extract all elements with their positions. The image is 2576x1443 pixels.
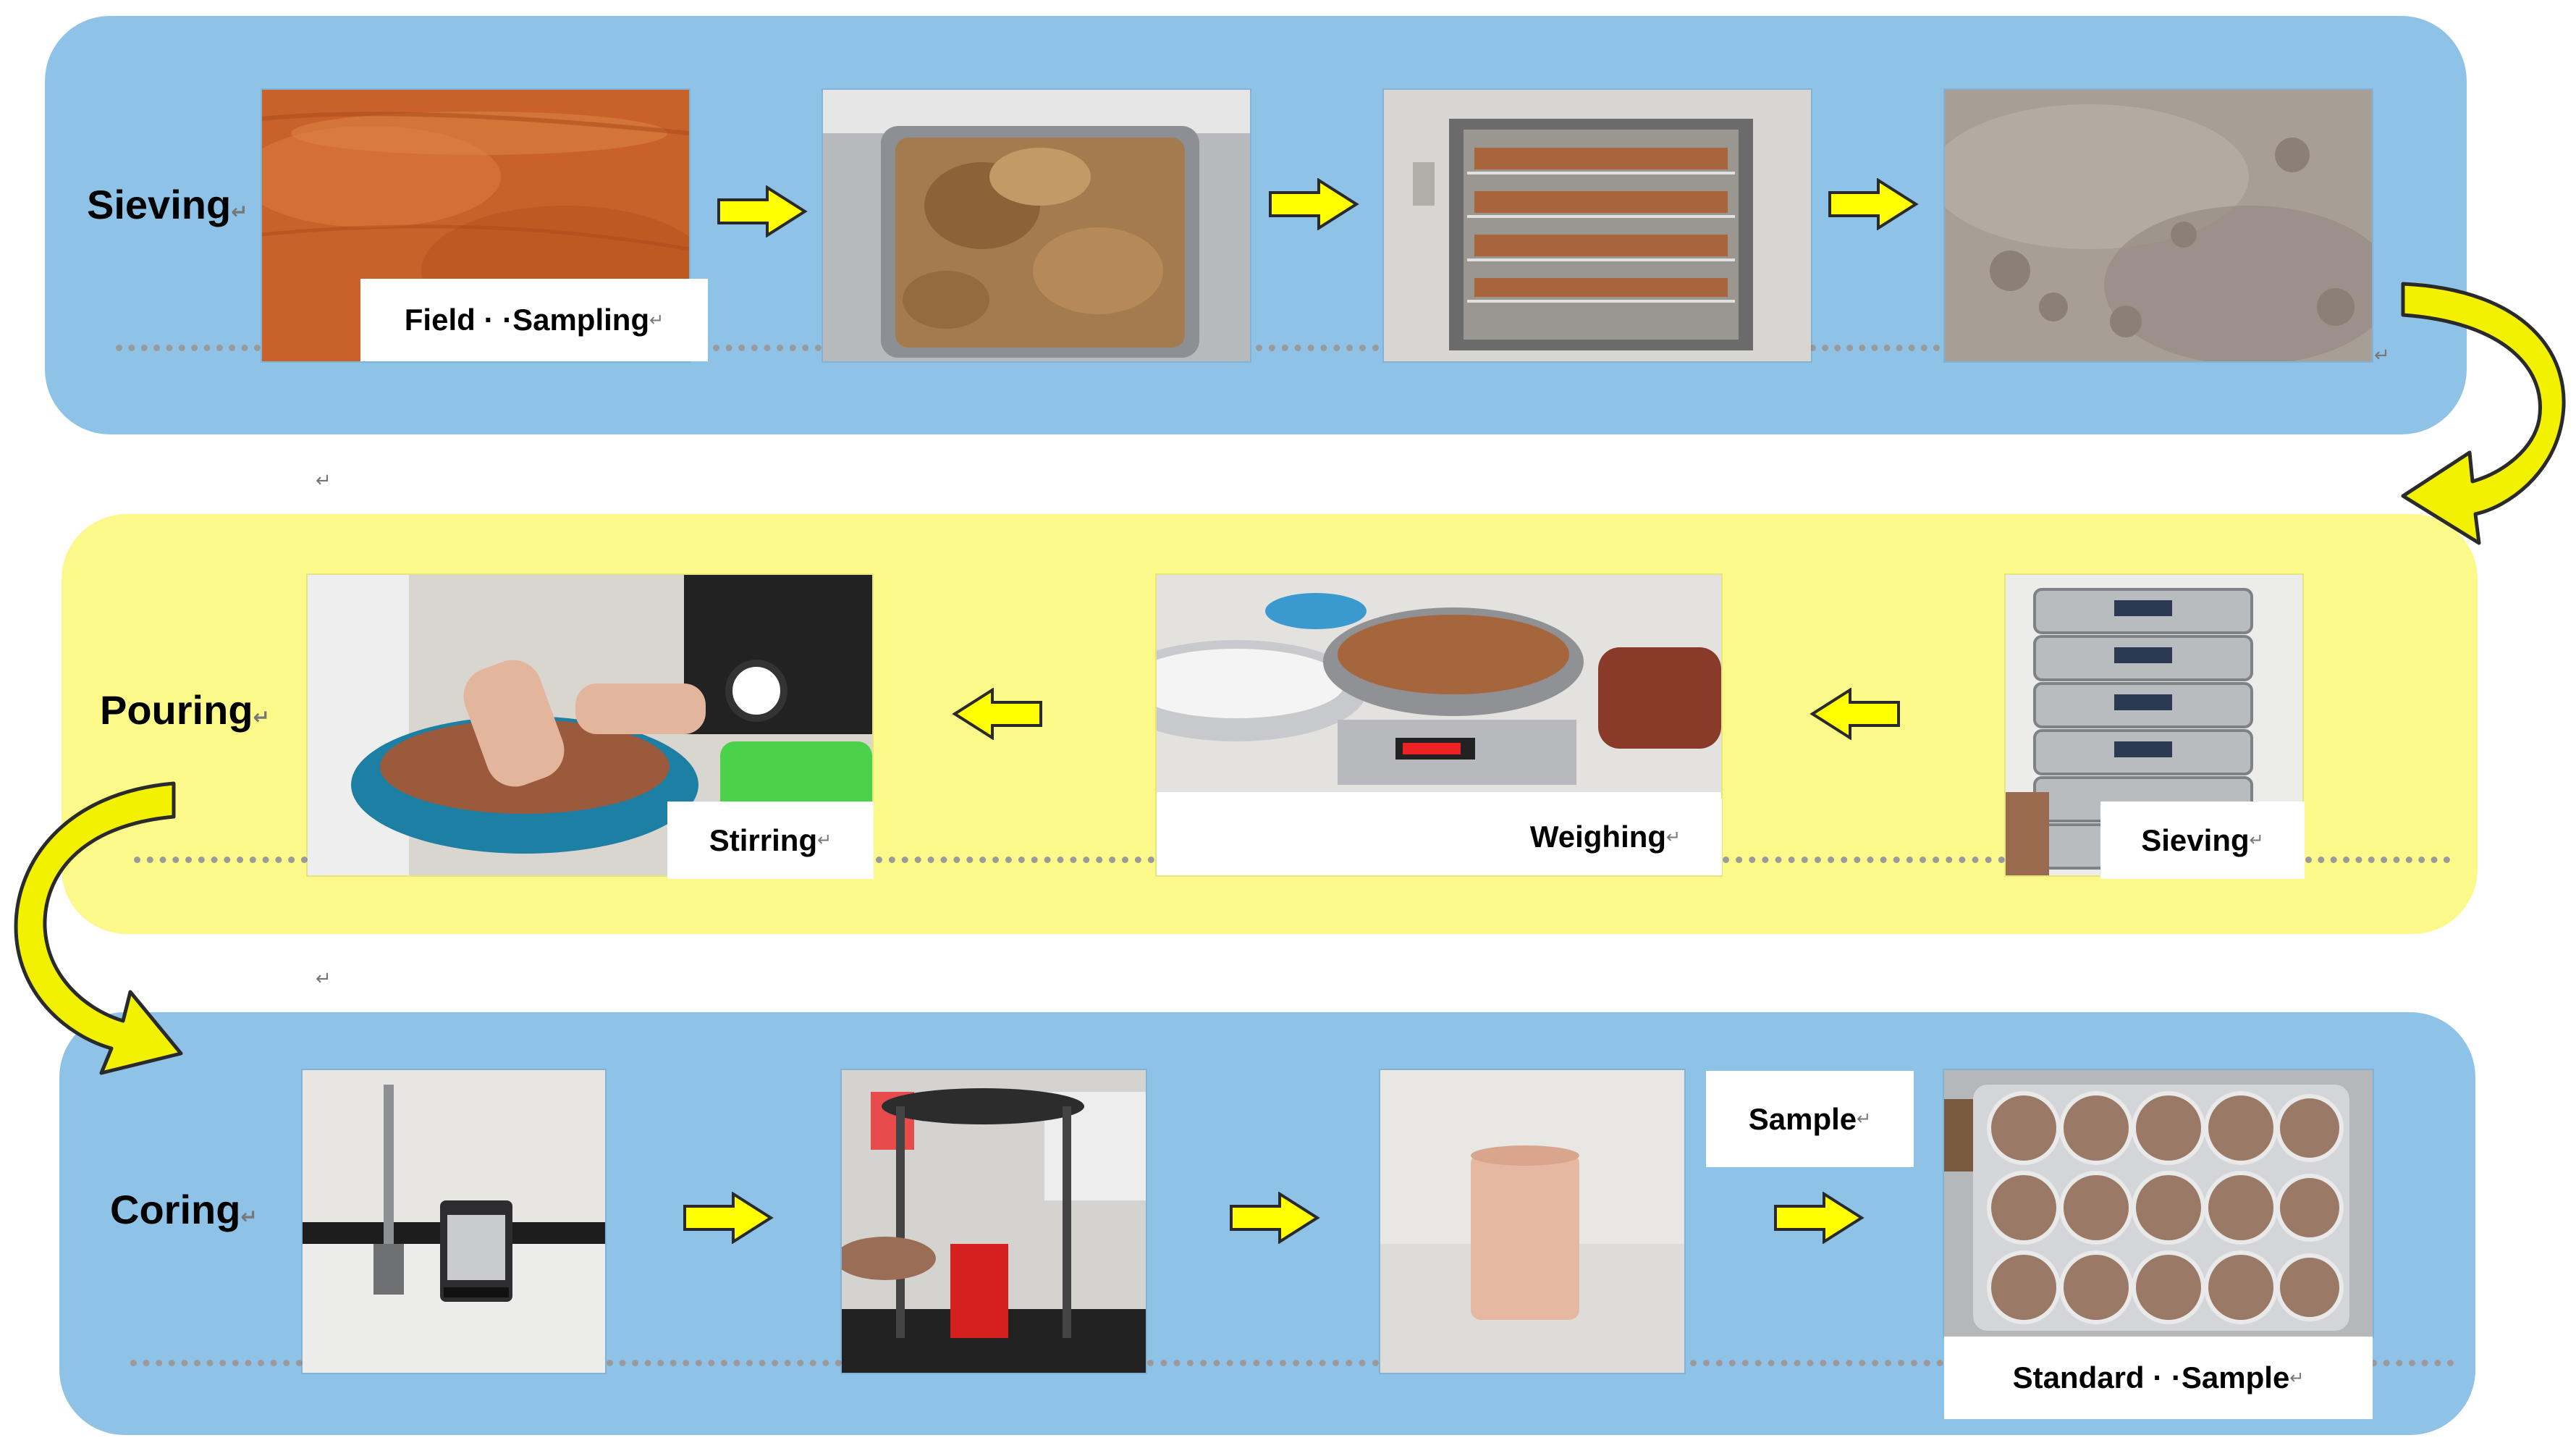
left-arrow-icon (1809, 688, 1900, 740)
dotted-line (876, 857, 1154, 863)
dotted-line (1147, 1360, 1379, 1366)
dotted-line (713, 345, 822, 351)
right-arrow-icon (717, 185, 808, 237)
paragraph-mark: ↵ (316, 469, 331, 491)
dotted-line (116, 345, 261, 351)
dotted-line (130, 1360, 303, 1366)
sample-caption: Sample↵ (1706, 1071, 1914, 1167)
wrapped-samples-box-photo (1944, 1070, 2373, 1337)
crushed-soil-photo (1945, 90, 2372, 361)
weighing-caption: Weighing↵ (1489, 799, 1722, 875)
sieving-row-label: Sieving↵ (87, 182, 248, 227)
soil-tray-photo (823, 90, 1250, 361)
coring-row-label: Coring↵ (110, 1187, 258, 1232)
dotted-line (1690, 1360, 1943, 1366)
dotted-line (2305, 857, 2450, 863)
scale-weighing-photo (1157, 575, 1721, 875)
dotted-line (1256, 345, 1379, 351)
bowl-stirring-photo (308, 575, 872, 875)
dotted-line (2370, 1360, 2454, 1366)
right-arrow-icon (1269, 178, 1359, 230)
hydraulic-jack-photo (842, 1070, 1146, 1373)
standard-sample-caption: Standard · ·Sample↵ (1944, 1337, 2373, 1419)
curved-connector-arrow-right (2401, 282, 2566, 545)
sieving-caption: Sieving↵ (2100, 802, 2305, 879)
stirring-caption: Stirring↵ (667, 802, 874, 879)
right-arrow-icon (1230, 1192, 1320, 1244)
dotted-line (134, 857, 308, 863)
soil-cylinder-photo (1380, 1070, 1684, 1373)
pouring-row-label: Pouring↵ (100, 687, 270, 733)
dotted-line (1809, 345, 1940, 351)
right-arrow-icon (683, 1192, 774, 1244)
dotted-line (1723, 857, 2005, 863)
right-arrow-icon (1828, 178, 1919, 230)
dotted-line (607, 1360, 842, 1366)
right-arrow-icon (1774, 1192, 1865, 1244)
drying-oven-photo (1384, 90, 1811, 361)
left-arrow-icon (952, 688, 1042, 740)
compaction-mold-photo (303, 1070, 605, 1373)
paragraph-mark: ↵ (316, 967, 331, 989)
field-sampling-caption: Field · ·Sampling↵ (360, 279, 708, 361)
paragraph-mark: ↵ (2374, 344, 2390, 366)
curved-connector-arrow-left (14, 781, 183, 1075)
